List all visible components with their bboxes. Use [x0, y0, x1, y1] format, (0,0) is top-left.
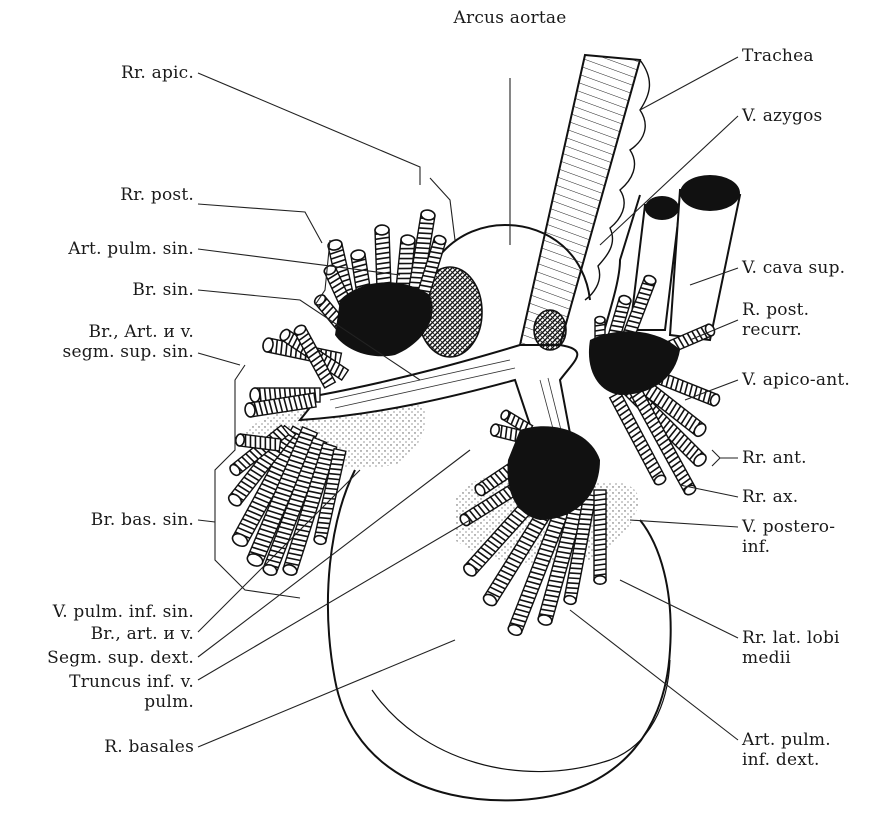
- heart-inner-curve: [372, 660, 670, 772]
- label-rr-lat-lobi-medii: Rr. lat. lobi medii: [742, 628, 887, 668]
- label-r-basales: R. basales: [0, 737, 194, 757]
- label-br-bas-sin: Br. bas. sin.: [20, 510, 194, 530]
- branch-tube: [594, 490, 606, 584]
- label-rr-post: Rr. post.: [20, 185, 194, 205]
- label-segm-sup-dext: Segm. sup. dext.: [0, 648, 194, 668]
- label-v-azygos: V. azygos: [742, 106, 882, 126]
- vena-cava-tube-2: [670, 190, 740, 340]
- label-rr-apic: Rr. apic.: [20, 63, 194, 83]
- right-pulmonary-artery: [534, 310, 566, 350]
- label-v-apico-ant: V. apico-ant.: [742, 370, 887, 390]
- vena-cava-mouth-2: [680, 175, 740, 211]
- label-r-post-recurr: R. post. recurr.: [742, 300, 882, 340]
- label-truncus-inf-v-pulm: Truncus inf. v. pulm.: [0, 672, 194, 712]
- label-art-pulm-sin: Art. pulm. sin.: [0, 239, 194, 259]
- label-v-cava-sup: V. cava sup.: [742, 258, 887, 278]
- label-trachea: Trachea: [742, 46, 882, 66]
- label-br-art-v: Br., art. и v.: [0, 624, 194, 644]
- left-upper-dark-cluster: [335, 282, 433, 356]
- vena-cava-mouth-1: [645, 196, 679, 220]
- label-br-sin: Br. sin.: [20, 280, 194, 300]
- label-art-pulm-inf-dext: Art. pulm. inf. dext.: [742, 730, 882, 770]
- label-rr-ant: Rr. ant.: [742, 448, 882, 468]
- label-rr-ax: Rr. ax.: [742, 487, 882, 507]
- label-v-postero-inf: V. postero- inf.: [742, 517, 882, 557]
- label-v-pulm-inf-sin: V. pulm. inf. sin.: [0, 602, 194, 622]
- label-br-art-v-segm-sup-sin: Br., Art. и v. segm. sup. sin.: [0, 322, 194, 362]
- arcus-aortae-label: Arcus aortae: [420, 8, 600, 28]
